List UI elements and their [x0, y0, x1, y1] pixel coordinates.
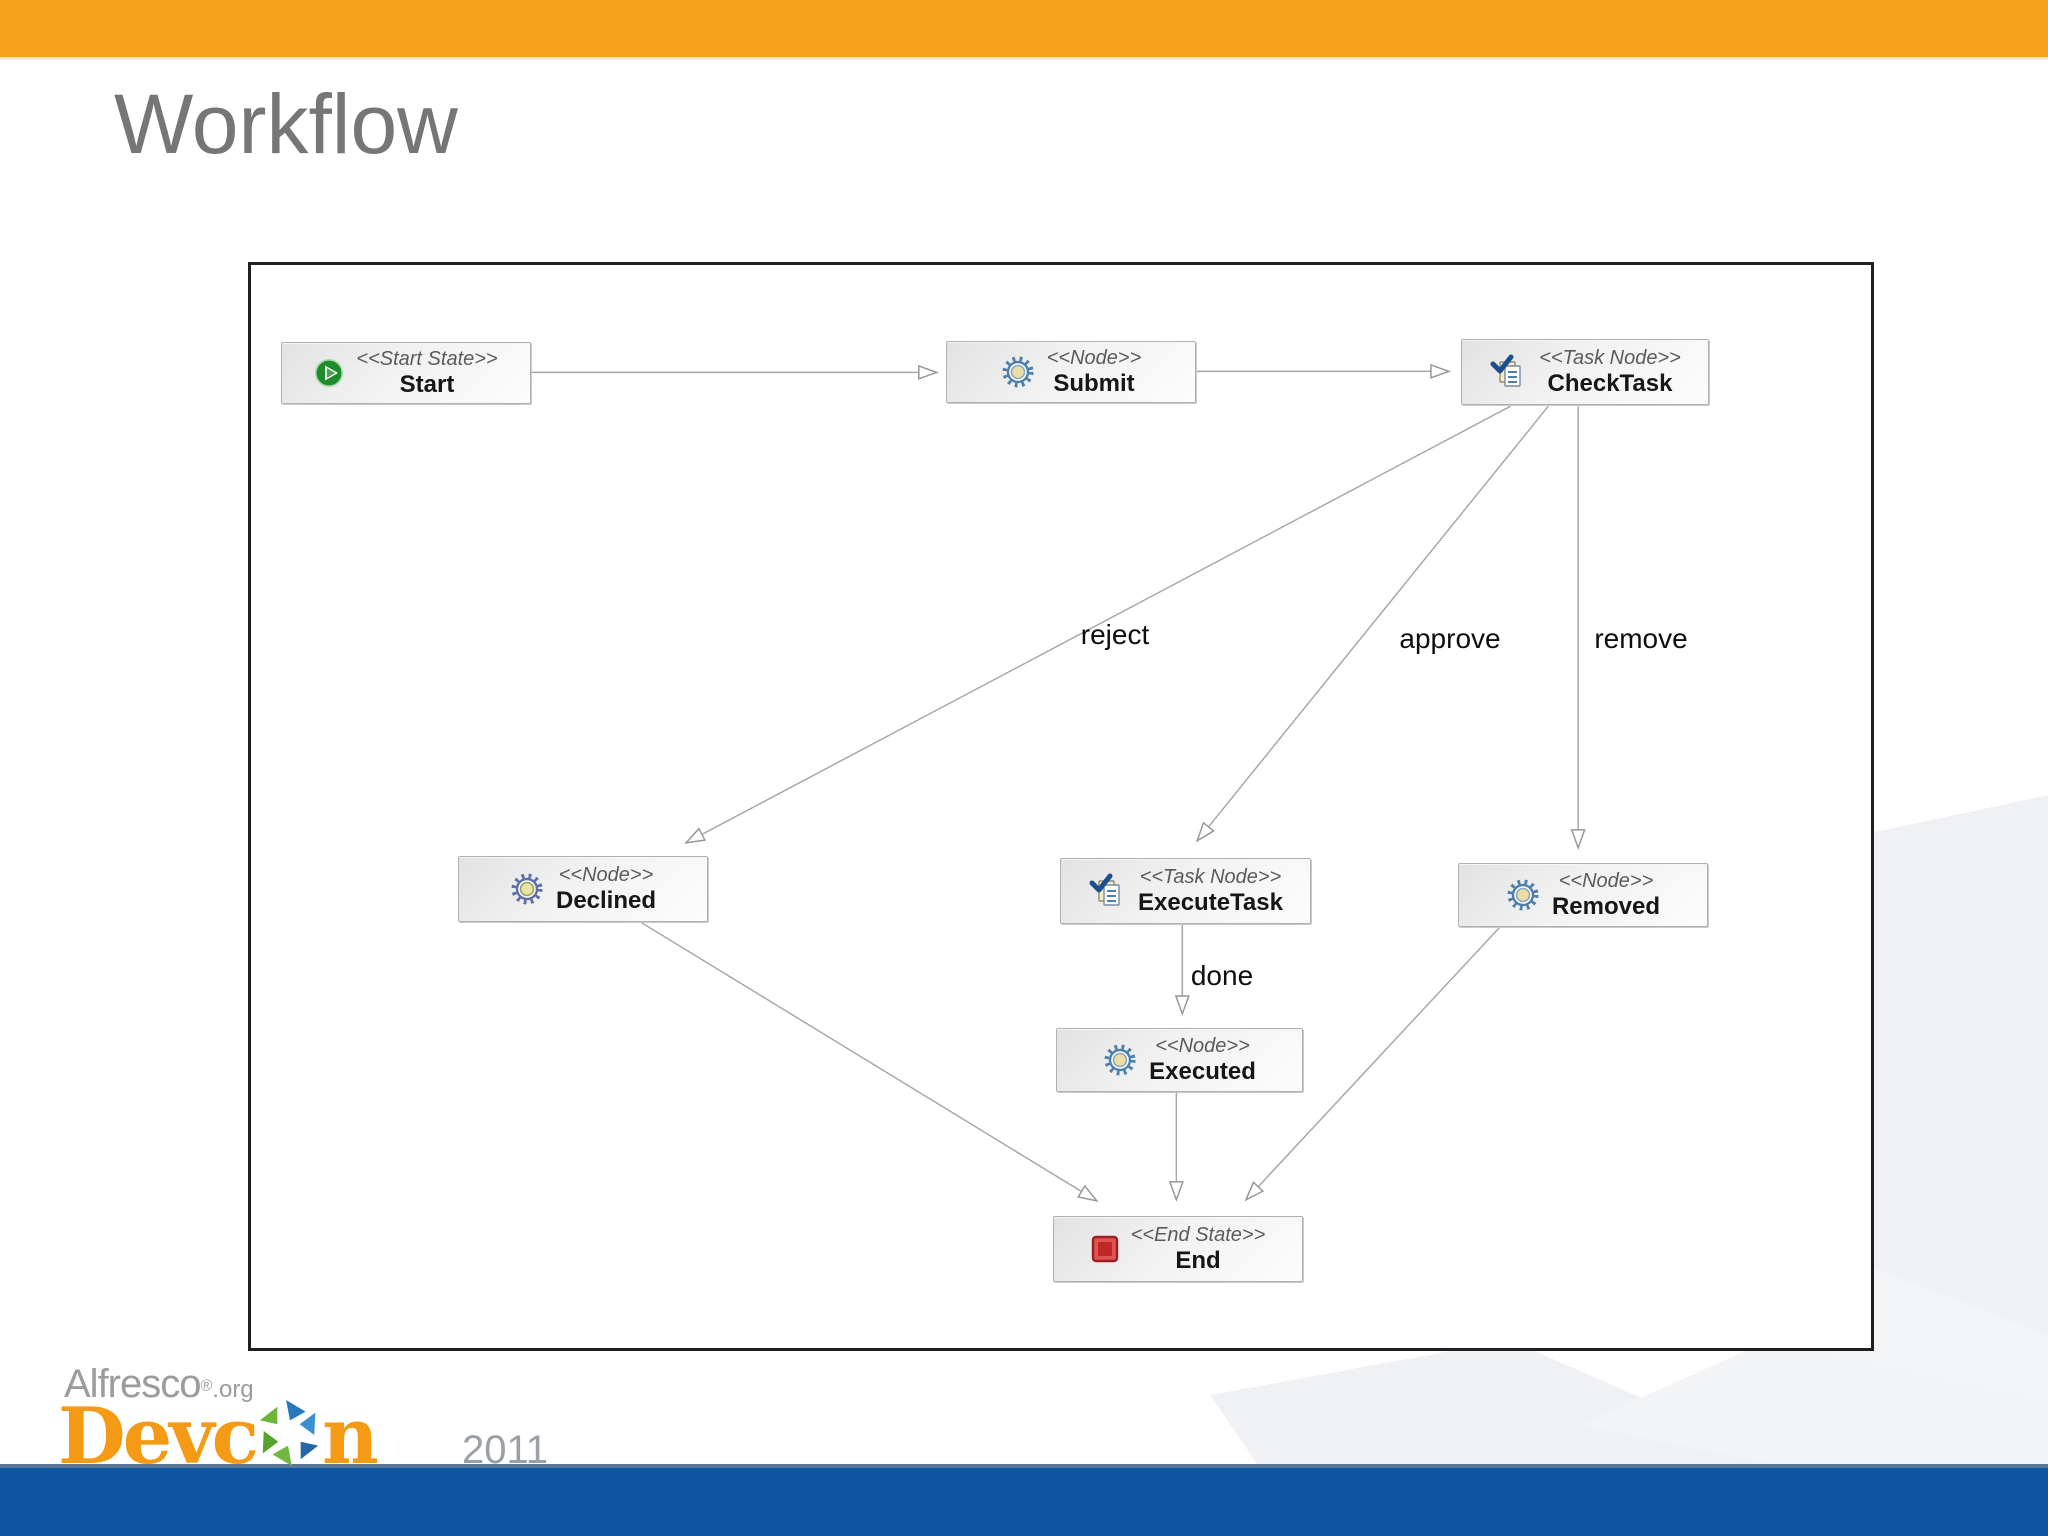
edge-declined-end [638, 920, 1096, 1200]
gear-icon [1001, 355, 1035, 389]
node-start: <<Start State>> Start [281, 342, 531, 404]
brand-name: Alfresco [64, 1362, 201, 1406]
node-executetask: <<Task Node>> ExecuteTask [1060, 858, 1311, 924]
node-stereotype: <<Node>> [1155, 1034, 1250, 1057]
node-name: CheckTask [1547, 369, 1673, 397]
node-name: Submit [1053, 369, 1135, 397]
registered-mark: ® [200, 1377, 213, 1395]
devcon-logo-right: n [322, 1390, 379, 1482]
node-stereotype: <<End State>> [1130, 1223, 1266, 1246]
edge-checktask-declined [686, 405, 1511, 843]
brand-tld: .org [212, 1376, 254, 1403]
alfresco-logo-text: Alfresco®.org [64, 1362, 254, 1407]
task-icon [1489, 353, 1527, 391]
node-name: Removed [1551, 892, 1661, 920]
edge-label-done: done [1190, 960, 1254, 991]
workflow-diagram: reject approve remove done <<Start State… [248, 262, 1874, 1351]
node-stereotype: <<Node>> [1046, 346, 1142, 369]
gear-icon [510, 872, 544, 906]
devcon-year: 2011 [462, 1428, 549, 1472]
node-stereotype: <<Task Node>> [1539, 346, 1681, 369]
footer-accent-bar [0, 1464, 2048, 1536]
node-name: Start [399, 370, 455, 398]
gear-icon [1506, 878, 1540, 912]
node-name: Declined [555, 886, 657, 914]
node-stereotype: <<Start State>> [356, 347, 498, 370]
node-stereotype: <<Task Node>> [1139, 865, 1282, 888]
workflow-edges [531, 265, 1871, 1348]
header-accent-bar [0, 0, 2048, 60]
start-icon [314, 358, 344, 388]
node-name: End [1175, 1246, 1221, 1274]
node-stereotype: <<Node>> [558, 863, 654, 886]
node-executed: <<Node>> Executed [1056, 1028, 1303, 1092]
edge-label-reject: reject [1080, 619, 1150, 650]
edge-label-approve: approve [1399, 623, 1501, 654]
pinwheel-icon [254, 1398, 324, 1481]
gear-icon [1103, 1043, 1137, 1077]
slide-title: Workflow [114, 77, 458, 171]
node-submit: <<Node>> Submit [946, 341, 1196, 403]
node-stereotype: <<Node>> [1558, 869, 1654, 892]
edge-checktask-executetask [1197, 405, 1549, 841]
devcon-logo: Devc n [58, 1390, 379, 1482]
node-name: ExecuteTask [1138, 888, 1283, 916]
end-icon [1091, 1235, 1119, 1263]
node-checktask: <<Task Node>> CheckTask [1461, 339, 1709, 405]
task-icon [1088, 872, 1126, 910]
node-name: Executed [1149, 1057, 1256, 1085]
node-end: <<End State>> End [1053, 1216, 1303, 1282]
edge-removed-end [1246, 925, 1502, 1199]
node-declined: <<Node>> Declined [458, 856, 708, 922]
edge-label-remove: remove [1594, 623, 1688, 654]
node-removed: <<Node>> Removed [1458, 863, 1708, 927]
devcon-logo-left: Devc [58, 1390, 259, 1482]
